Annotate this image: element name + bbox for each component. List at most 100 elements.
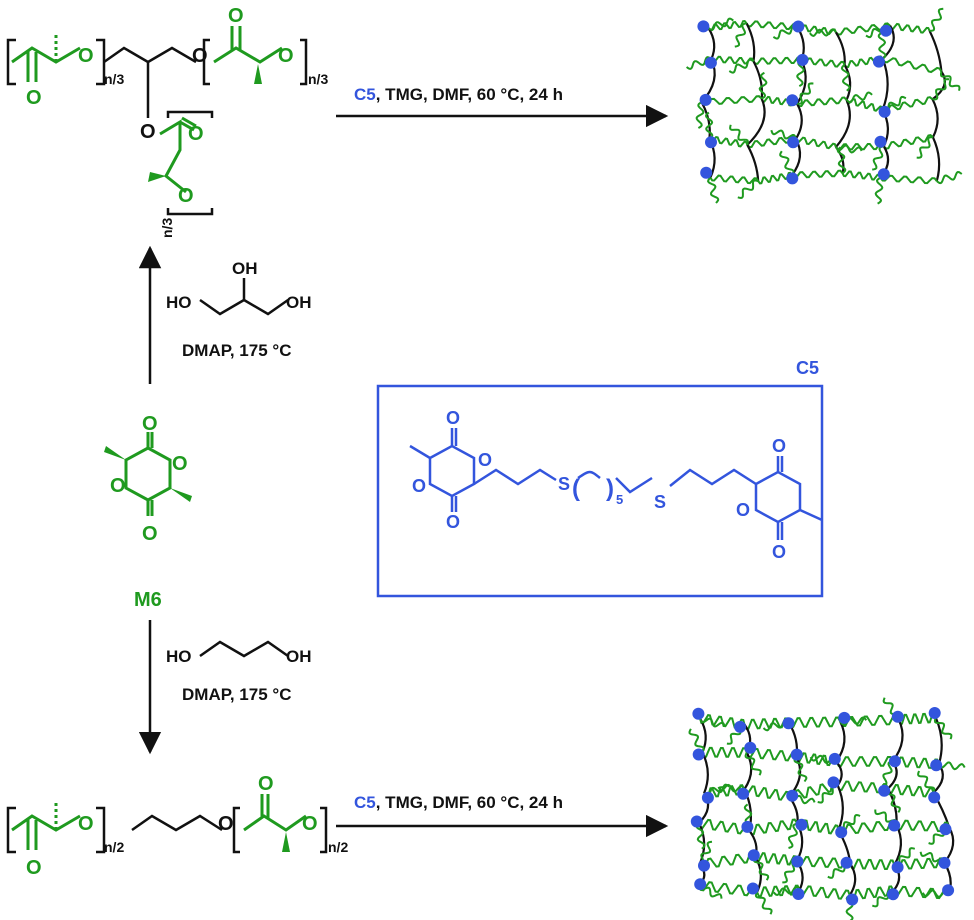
- c5-o-5: O: [772, 436, 786, 456]
- network-strand: [709, 174, 760, 185]
- crosslink-node: [827, 776, 840, 789]
- repeat-n-left: n/3: [104, 71, 124, 87]
- m6-carbonyl-bottom: O: [142, 523, 158, 545]
- oh-right-glycerol: OH: [286, 293, 312, 312]
- conditions-propanediol: DMAP, 175 °C: [182, 685, 291, 704]
- network-dangling-chain: [688, 728, 705, 753]
- network-crosslink: [745, 22, 756, 62]
- network-dangling-chain: [793, 756, 808, 783]
- network-dangling-chain: [686, 56, 712, 70]
- network-crosslink: [928, 30, 943, 72]
- network-strand: [892, 885, 950, 900]
- network-strand: [889, 22, 931, 34]
- carbonyl-o-branch: O: [188, 123, 204, 145]
- network-strand: [794, 136, 837, 150]
- network-strand: [698, 851, 757, 870]
- network-dangling-chain: [758, 71, 768, 100]
- network-dangling-chain: [779, 150, 795, 176]
- star-polymer-structure: O O n/3 O O O O n/3: [6, 5, 328, 238]
- ester-o-right: O: [278, 45, 294, 67]
- crosslinker-box: [376, 384, 824, 598]
- network-strand: [848, 885, 895, 901]
- crosslink-node: [877, 168, 890, 181]
- bottom-carbonyl-o-right: O: [258, 773, 274, 795]
- network-dangling-chain: [695, 101, 705, 129]
- network-crosslink: [794, 103, 803, 140]
- branch-lactide-unit: [159, 116, 197, 194]
- network-strand: [897, 712, 937, 725]
- network-strand: [796, 96, 848, 108]
- crosslinker-ref-top: C5: [354, 85, 376, 104]
- crosslink-node: [838, 711, 851, 724]
- network-dangling-chain: [734, 22, 747, 48]
- bottom-right-lactide-unit: [243, 794, 307, 832]
- crosslink-node: [930, 759, 943, 772]
- network-strand: [788, 780, 839, 802]
- network-crosslink: [891, 719, 904, 763]
- glycerol-initiator: HO OH OH: [166, 259, 312, 316]
- bottom-ester-o-left: O: [78, 813, 94, 835]
- bottom-repeat-n-left: n/2: [104, 839, 124, 855]
- network-strand: [835, 756, 894, 767]
- crosslink-node: [701, 791, 714, 804]
- oh-top-glycerol: OH: [232, 259, 258, 278]
- m6-ring-o-right: O: [172, 453, 188, 475]
- crosslink-node: [874, 135, 887, 148]
- crosslinker-ref-bottom: C5: [354, 793, 376, 812]
- network-dangling-chain: [932, 78, 950, 101]
- crosslinked-network-top: [686, 7, 963, 205]
- network-crosslink: [835, 99, 851, 148]
- monomer-m6: O O O O: [104, 413, 192, 545]
- network-crosslink: [746, 144, 760, 182]
- crosslink-node: [888, 755, 901, 768]
- network-dangling-chain: [938, 761, 966, 771]
- reaction-conditions-bottom: C5, TMG, DMF, 60 °C, 24 h: [354, 793, 563, 812]
- ester-o-left: O: [78, 45, 94, 67]
- network-strand: [881, 57, 943, 74]
- crosslink-node: [790, 748, 803, 761]
- crosslink-node: [792, 20, 805, 33]
- crosslink-node: [690, 815, 703, 828]
- repeat-n-right: n/3: [308, 71, 328, 87]
- network-crosslink: [931, 136, 941, 182]
- network-strand: [798, 885, 851, 900]
- crosslink-node: [878, 784, 891, 797]
- network-strand: [745, 20, 799, 31]
- c5-o-4: O: [446, 512, 460, 532]
- network-dangling-chain: [874, 176, 884, 205]
- network-crosslink: [931, 98, 939, 138]
- carbonyl-o-left: O: [26, 87, 42, 109]
- bottom-carbonyl-o-left: O: [26, 857, 42, 879]
- crosslink-node: [741, 820, 754, 833]
- network-dangling-chain: [940, 71, 961, 91]
- network-crosslink: [843, 64, 852, 101]
- crosslink-node: [872, 55, 885, 68]
- crosslink-node: [700, 166, 713, 179]
- network-dangling-chain: [809, 28, 837, 37]
- network-dangling-chain: [772, 886, 801, 897]
- branch-brackets: [166, 110, 214, 216]
- c5-o-6: O: [736, 500, 750, 520]
- network-crosslink: [752, 60, 764, 99]
- crosslinker-label: C5: [796, 358, 819, 378]
- network-strand: [791, 169, 844, 179]
- c5-repeat-count: 5: [616, 492, 623, 507]
- crosslink-node: [828, 752, 841, 765]
- crosslink-node: [692, 748, 705, 761]
- propanediol-initiator: HO OH: [166, 640, 312, 666]
- oh-left-propanediol: HO: [166, 647, 192, 666]
- network-dangling-chain: [872, 145, 884, 171]
- crosslink-node: [787, 136, 800, 149]
- network-dangling-chain: [744, 752, 762, 776]
- crosslink-node: [782, 717, 795, 730]
- c5-o-1: O: [446, 408, 460, 428]
- network-dangling-chain: [704, 111, 714, 140]
- network-crosslink: [881, 58, 889, 111]
- network-dangling-chain: [882, 760, 893, 787]
- ester-o-branch: O: [178, 185, 194, 207]
- conditions-text-bottom: , TMG, DMF, 60 °C, 24 h: [376, 793, 563, 812]
- network-crosslink: [931, 70, 946, 101]
- network-strand: [879, 174, 938, 185]
- network-strand: [837, 819, 898, 836]
